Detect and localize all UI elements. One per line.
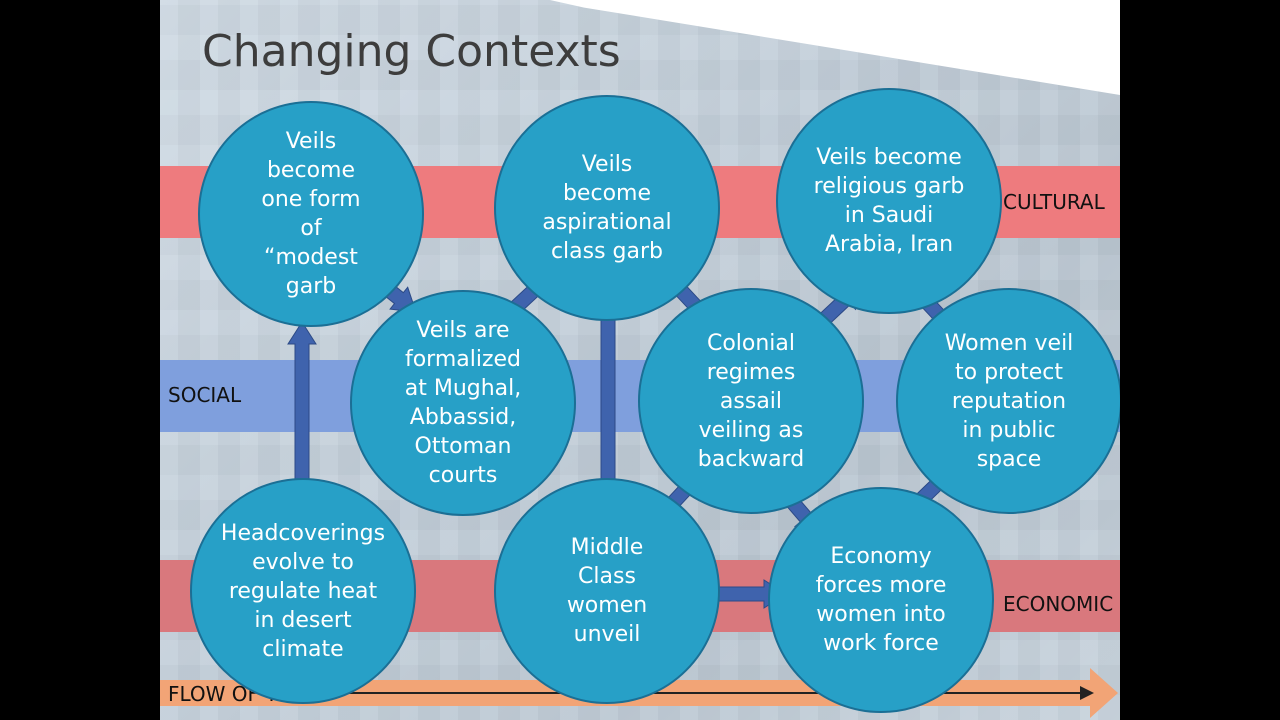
node-veils-modest-garb: Veils become one form of “modest garb [198,101,424,327]
node-religious-garb: Veils become religious garb in Saudi Ara… [776,88,1002,314]
flow-of-time-line-tip [1080,686,1094,700]
slide-title: Changing Contexts [202,26,621,77]
connector-arrows [287,255,965,609]
cultural-label: CULTURAL [1003,190,1105,214]
flow-of-time-arrowhead [1090,668,1118,718]
node-headcoverings: Headcoverings evolve to regulate heat in… [190,478,416,704]
economic-label: ECONOMIC [1003,592,1114,616]
node-middle-class-unveil: Middle Class women unveil [494,478,720,704]
node-colonial-regimes: Colonial regimes assail veiling as backw… [638,288,864,514]
slide: CULTURAL SOCIAL ECONOMIC FLOW OF TIME Ch… [160,0,1120,720]
node-veils-aspirational: Veils become aspirational class garb [494,95,720,321]
social-label: SOCIAL [168,383,242,407]
flow-of-time-line [344,692,1084,694]
node-veils-formalized: Veils are formalized at Mughal, Abbassid… [350,290,576,516]
arrow-headcoverings-to-modest [287,321,317,489]
node-women-veil-reputation: Women veil to protect reputation in publ… [896,288,1120,514]
node-economy-work-force: Economy forces more women into work forc… [768,487,994,713]
arrow-aspirational-to-middle-class [593,301,623,503]
